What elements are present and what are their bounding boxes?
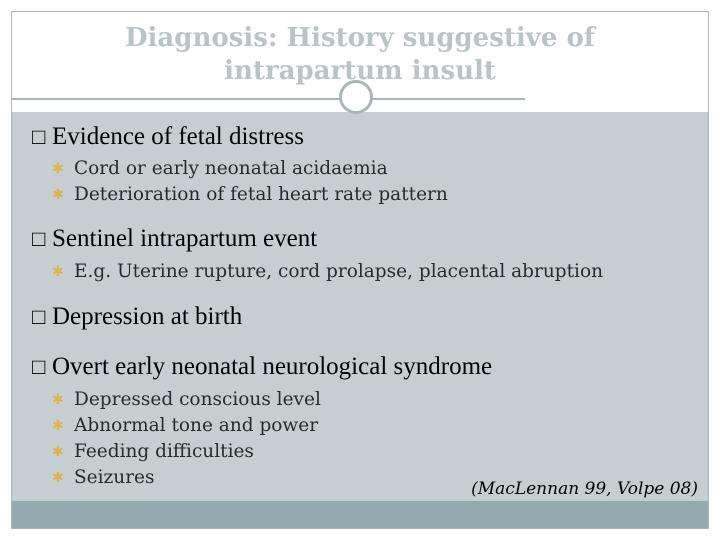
heading-text: Depression at birth bbox=[52, 303, 243, 330]
title-divider bbox=[12, 98, 525, 100]
bullet-heading: □Overt early neonatal neurological syndr… bbox=[32, 353, 492, 381]
heading-text: Overt early neonatal neurological syndro… bbox=[52, 353, 493, 380]
bullet-heading: □Sentinel intrapartum event bbox=[32, 225, 317, 253]
sub-bullet: ✱ Feeding difficulties bbox=[52, 441, 254, 462]
star-bullet-icon: ✱ bbox=[52, 392, 64, 408]
slide-title: Diagnosis: History suggestive of intrapa… bbox=[12, 22, 708, 88]
square-bullet-icon: □ bbox=[32, 226, 46, 251]
sub-bullet: ✱ Deterioration of fetal heart rate patte… bbox=[52, 184, 448, 205]
sub-bullet-text: E.g. Uterine rupture, cord prolapse, pla… bbox=[74, 261, 604, 282]
content-panel bbox=[12, 112, 708, 501]
heading-text: Sentinel intrapartum event bbox=[52, 225, 318, 252]
sub-bullet-text: Cord or early neonatal acidaemia bbox=[74, 158, 388, 179]
sub-bullet-text: Abnormal tone and power bbox=[74, 415, 319, 436]
square-bullet-icon: □ bbox=[32, 124, 46, 149]
sub-bullet: ✱ Depressed conscious level bbox=[52, 389, 321, 410]
slide-frame bbox=[11, 11, 709, 529]
sub-bullet-text: Feeding difficulties bbox=[74, 441, 254, 462]
star-bullet-icon: ✱ bbox=[52, 187, 64, 203]
citation: (MacLennan 99, Volpe 08) bbox=[471, 479, 698, 499]
title-line-1: Diagnosis: History suggestive of bbox=[125, 23, 595, 53]
star-bullet-icon: ✱ bbox=[52, 418, 64, 434]
star-bullet-icon: ✱ bbox=[52, 444, 64, 460]
heading-text: Evidence of fetal distress bbox=[52, 123, 304, 150]
sub-bullet: ✱ E.g. Uterine rupture, cord prolapse, pl… bbox=[52, 261, 603, 282]
sub-bullet: ✱ Abnormal tone and power bbox=[52, 415, 318, 436]
square-bullet-icon: □ bbox=[32, 304, 46, 329]
star-bullet-icon: ✱ bbox=[52, 264, 64, 280]
title-circle-ornament bbox=[339, 80, 373, 114]
sub-bullet-text: Seizures bbox=[74, 467, 155, 488]
star-bullet-icon: ✱ bbox=[52, 470, 64, 486]
sub-bullet: ✱ Cord or early neonatal acidaemia bbox=[52, 158, 388, 179]
bullet-heading: □Depression at birth bbox=[32, 303, 242, 331]
bullet-heading: □Evidence of fetal distress bbox=[32, 123, 304, 151]
footer-bar bbox=[12, 501, 708, 528]
sub-bullet: ✱ Seizures bbox=[52, 467, 155, 488]
sub-bullet-text: Depressed conscious level bbox=[74, 389, 321, 410]
square-bullet-icon: □ bbox=[32, 354, 46, 379]
star-bullet-icon: ✱ bbox=[52, 161, 64, 177]
sub-bullet-text: Deterioration of fetal heart rate patter… bbox=[74, 184, 448, 205]
